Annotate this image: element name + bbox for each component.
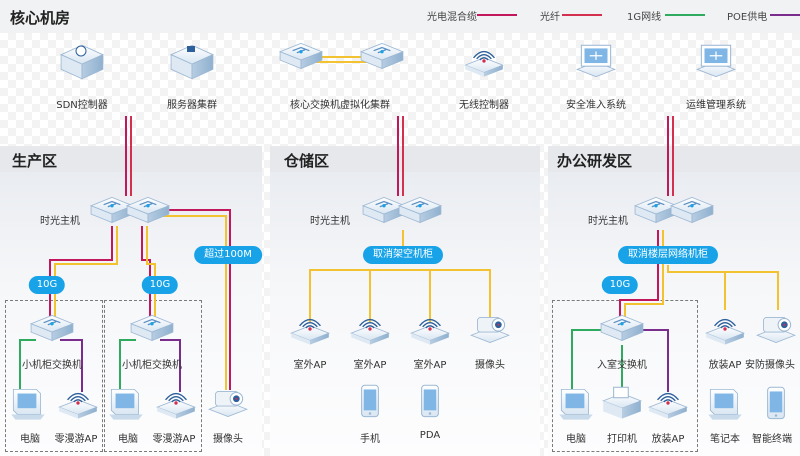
legend-gig-label: 1G网线	[627, 12, 662, 23]
core-switch-right-icon[interactable]	[359, 38, 405, 78]
smart-terminal-icon[interactable]	[753, 384, 799, 424]
security-camera-icon[interactable]	[753, 310, 799, 350]
cabinet-switch-right-icon[interactable]	[129, 310, 175, 350]
warehouse-device-label: 室外AP	[353, 360, 387, 371]
office-host-switch-2-icon[interactable]	[669, 192, 715, 232]
warehouse-host-label: 时光主机	[310, 216, 350, 227]
security-access-label: 安全准入系统	[566, 100, 626, 111]
office-cabinet-badge: 取消楼层网络机柜	[618, 246, 718, 264]
server-cluster-label: 服务器集群	[167, 100, 217, 111]
production-host-label: 时光主机	[40, 216, 80, 227]
legend-fiber-label: 光纤	[540, 12, 560, 23]
mobile-phone-icon[interactable]	[347, 382, 393, 422]
outdoor-ap-icon[interactable]	[347, 310, 393, 350]
camera-icon[interactable]	[205, 384, 251, 424]
production-device-label: 零漫游AP	[54, 434, 98, 445]
warehouse-zone-header	[270, 146, 540, 172]
office-device-label: 放装AP	[708, 360, 742, 371]
office-zone-title: 办公研发区	[557, 152, 633, 170]
core-switch-left-icon[interactable]	[278, 38, 324, 78]
printer-icon[interactable]	[599, 384, 645, 424]
zero-roam-ap-icon[interactable]	[55, 384, 101, 424]
production-links	[19, 209, 231, 392]
long-link-badge: 超过100M	[194, 246, 262, 264]
core-switch-label: 核心交换机虚拟化集群	[290, 100, 390, 111]
production-10g-left-badge: 10G	[28, 276, 66, 294]
warehouse-zone-title: 仓储区	[284, 152, 330, 170]
security-access-icon[interactable]	[573, 42, 619, 82]
access-switch-icon[interactable]	[599, 310, 645, 350]
office-10g-badge: 10G	[601, 276, 639, 294]
legend-hybrid-label: 光电混合缆	[427, 12, 477, 23]
warehouse-zone	[270, 172, 540, 456]
core-room-title: 核心机房	[10, 9, 71, 27]
wireless-controller-icon[interactable]	[461, 42, 507, 82]
production-device-label: 零漫游AP	[152, 434, 196, 445]
production-device-label: 摄像头	[213, 434, 243, 445]
cabinet-group-right	[104, 300, 202, 452]
sdn-controller-label: SDN控制器	[56, 100, 108, 111]
camera-icon[interactable]	[467, 310, 513, 350]
core-uplinks	[125, 116, 674, 196]
production-host-switch-2-icon[interactable]	[125, 192, 171, 232]
legend-poe-line	[770, 14, 800, 16]
office-device-label: 智能终端	[752, 434, 792, 445]
ops-management-icon[interactable]	[693, 42, 739, 82]
warehouse-device-label: 摄像头	[475, 360, 505, 371]
warehouse-device-label: 手机	[360, 434, 380, 445]
office-host-label: 时光主机	[588, 216, 628, 227]
legend-gig-line	[665, 14, 705, 16]
warehouse-cabinet-badge: 取消架空机柜	[363, 246, 443, 264]
office-device-label: 电脑	[566, 434, 586, 445]
computer-icon[interactable]	[103, 384, 149, 424]
warehouse-device-label: 室外AP	[413, 360, 447, 371]
legend-poe-label: POE供电	[727, 12, 768, 23]
ops-management-label: 运维管理系统	[686, 100, 746, 111]
office-device-label: 笔记本	[710, 434, 740, 445]
top-band	[0, 0, 800, 33]
warehouse-device-label: 室外AP	[293, 360, 327, 371]
production-device-label: 电脑	[20, 434, 40, 445]
pda-icon[interactable]	[407, 382, 453, 422]
computer-icon[interactable]	[553, 384, 599, 424]
warehouse-device-label: PDA	[419, 430, 441, 441]
ceiling-ap-icon[interactable]	[645, 384, 691, 424]
cabinet-switch-left-label: 小机柜交换机	[22, 360, 82, 371]
production-10g-right-badge: 10G	[141, 276, 179, 294]
legend-hybrid-line	[477, 14, 517, 16]
outdoor-ap-icon[interactable]	[287, 310, 333, 350]
computer-icon[interactable]	[5, 384, 51, 424]
cabinet-switch-left-icon[interactable]	[29, 310, 75, 350]
sdn-controller-icon[interactable]	[59, 42, 105, 82]
production-zone-title: 生产区	[12, 152, 58, 170]
office-links	[571, 230, 779, 392]
outdoor-ap-icon[interactable]	[407, 310, 453, 350]
access-switch-label: 入室交换机	[597, 360, 647, 371]
legend-fiber-line	[562, 14, 602, 16]
ceiling-ap-icon[interactable]	[702, 310, 748, 350]
warehouse-links	[309, 230, 491, 322]
office-device-label: 放装AP	[651, 434, 685, 445]
cabinet-switch-right-label: 小机柜交换机	[122, 360, 182, 371]
wireless-controller-label: 无线控制器	[459, 100, 509, 111]
office-device-label: 打印机	[607, 434, 637, 445]
laptop-icon[interactable]	[702, 384, 748, 424]
zero-roam-ap-icon[interactable]	[153, 384, 199, 424]
warehouse-host-switch-2-icon[interactable]	[397, 192, 443, 232]
production-device-label: 电脑	[118, 434, 138, 445]
server-cluster-icon[interactable]	[169, 42, 215, 82]
office-device-label: 安防摄像头	[745, 360, 795, 371]
